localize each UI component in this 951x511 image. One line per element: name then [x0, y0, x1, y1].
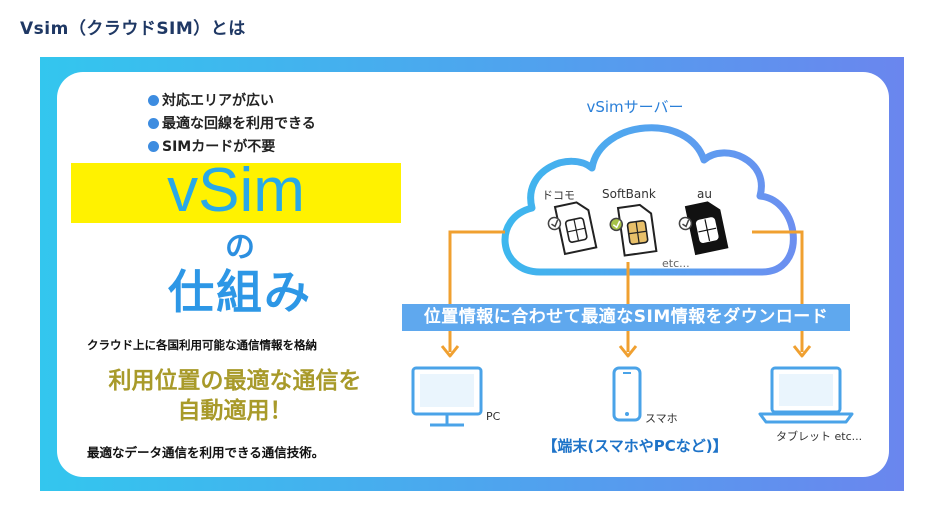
devices-caption: 【端末(スマホやPCなど)】: [542, 437, 728, 455]
feature-item: 対応エリアが広い: [148, 90, 316, 113]
carrier-label-softbank: SoftBank: [602, 187, 656, 201]
feature-list: 対応エリアが広い 最適な回線を利用できる SIMカードが不要: [148, 90, 316, 159]
headline-line: 利用位置の最適な通信を: [108, 368, 362, 394]
bullet-icon: [148, 141, 159, 152]
carrier-etc-label: etc...: [662, 257, 690, 270]
sim-card-icon: [609, 203, 658, 257]
feature-item: SIMカードが不要: [148, 136, 316, 159]
laptop-icon: [758, 366, 854, 424]
monitor-icon: [411, 366, 483, 427]
device-label-phone: スマホ: [645, 412, 678, 425]
feature-item: 最適な回線を利用できる: [148, 113, 316, 136]
technology-description: 最適なデータ通信を利用できる通信技術。: [87, 445, 325, 460]
feature-text: 対応エリアが広い: [162, 93, 274, 109]
check-icon: [609, 217, 624, 232]
carrier-label-docomo: ドコモ: [542, 189, 575, 202]
bullet-icon: [148, 118, 159, 129]
mechanism-title: 仕組み: [168, 265, 312, 319]
carrier-label-au: au: [697, 187, 712, 201]
device-label-tablet: タブレット etc...: [776, 430, 863, 443]
feature-text: 最適な回線を利用できる: [162, 116, 316, 132]
download-banner: 位置情報に合わせて最適なSIM情報をダウンロード: [402, 304, 850, 331]
auto-apply-headline: 利用位置の最適な通信を 自動適用！: [70, 366, 400, 426]
server-label: vSimサーバー: [586, 98, 684, 116]
brand-particle: の: [225, 230, 255, 265]
arrow-down-icon: [440, 345, 812, 358]
page-title: Vsim（クラウドSIM）とは: [20, 19, 246, 39]
brand-highlight: [71, 163, 401, 223]
device-label-pc: PC: [486, 410, 501, 423]
sim-card-icon: [678, 201, 729, 256]
cloud-storage-description: クラウド上に各国利用可能な通信情報を格納: [87, 338, 317, 352]
brand-title: vSim: [167, 156, 305, 225]
feature-text: SIMカードが不要: [162, 139, 276, 155]
headline-line: 自動適用！: [177, 398, 293, 424]
bullet-icon: [148, 95, 159, 106]
sim-card-icon: [547, 201, 598, 256]
smartphone-icon: [612, 366, 642, 422]
